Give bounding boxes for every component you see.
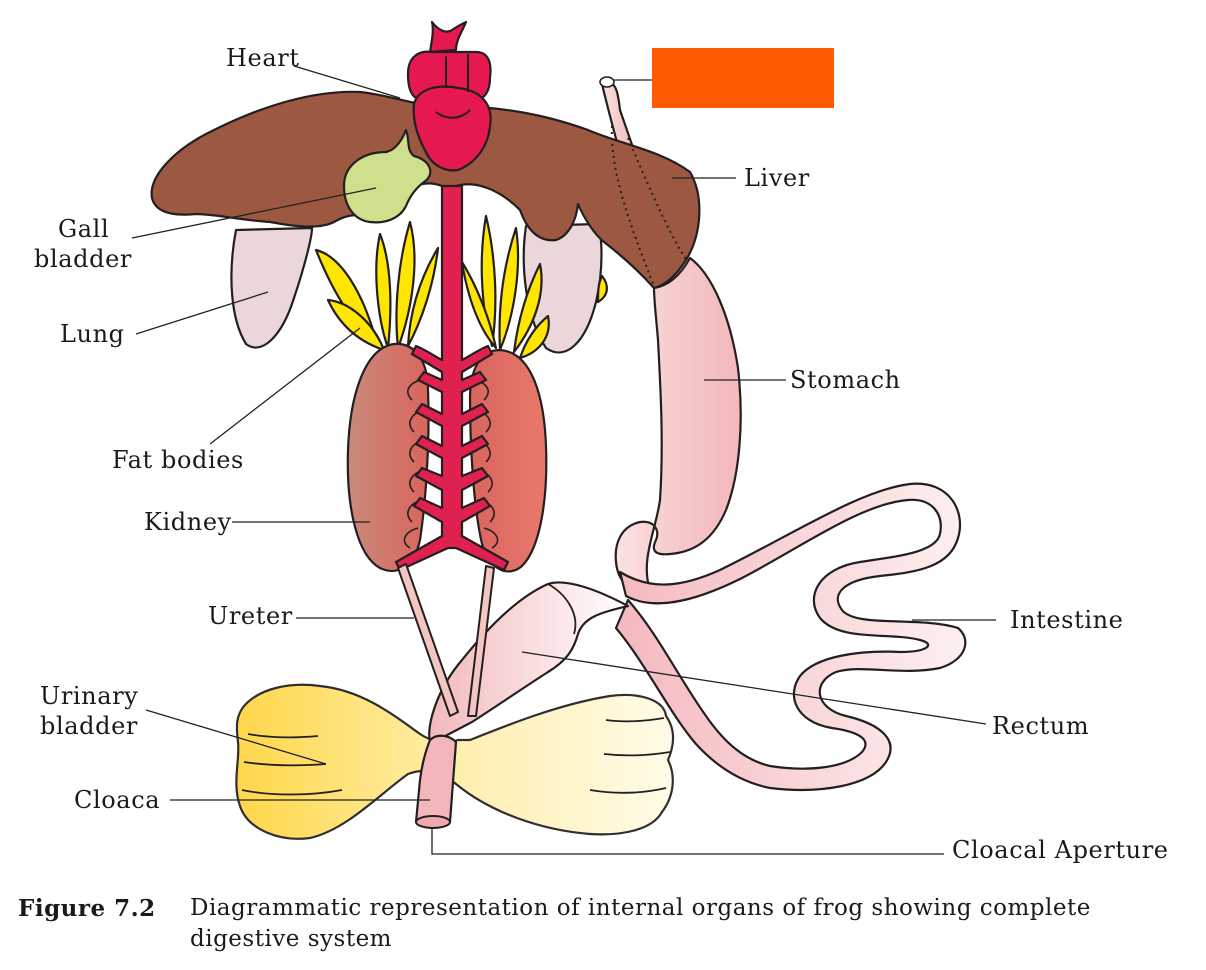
label-cloacal-aperture: Cloacal Aperture (952, 836, 1169, 864)
label-rectum: Rectum (992, 712, 1089, 740)
label-intestine: Intestine (1010, 606, 1123, 634)
label-fat-bodies: Fat bodies (112, 446, 244, 474)
cloacal-aperture-opening (415, 815, 451, 829)
stomach (614, 256, 742, 592)
figure-number: Figure 7.2 (18, 895, 156, 922)
liver-lobe-line-2 (627, 137, 689, 263)
label-heart: Heart (226, 44, 300, 72)
label-stomach: Stomach (790, 366, 901, 394)
label-ureter: Ureter (208, 602, 293, 630)
right-kidney (468, 348, 548, 573)
bladder-folds (241, 717, 671, 796)
figure-caption-text: Diagrammatic representation of internal … (190, 895, 1091, 952)
left-lung (230, 226, 314, 349)
ureters (397, 563, 495, 717)
label-urinary-bladder-2: bladder (40, 712, 138, 740)
rectum (428, 581, 630, 746)
label-lung: Lung (60, 320, 125, 348)
label-urinary-bladder-1: Urinary (40, 682, 138, 710)
label-gall-bladder-1: Gall (58, 215, 109, 243)
intestine (614, 482, 967, 791)
oesophagus-opening (599, 76, 615, 88)
dorsal-aorta (394, 184, 510, 572)
label-kidney: Kidney (144, 508, 232, 536)
label-gall-bladder-2: bladder (34, 245, 132, 273)
label-cloaca: Cloaca (74, 786, 160, 814)
liver (150, 90, 701, 290)
leader-lines (131, 65, 996, 855)
label-liver: Liver (744, 164, 810, 192)
heart (406, 20, 492, 172)
left-kidney (346, 342, 430, 573)
hidden-label-box (652, 48, 834, 108)
gall-bladder (342, 128, 432, 224)
liver-lobe-line (610, 125, 655, 287)
